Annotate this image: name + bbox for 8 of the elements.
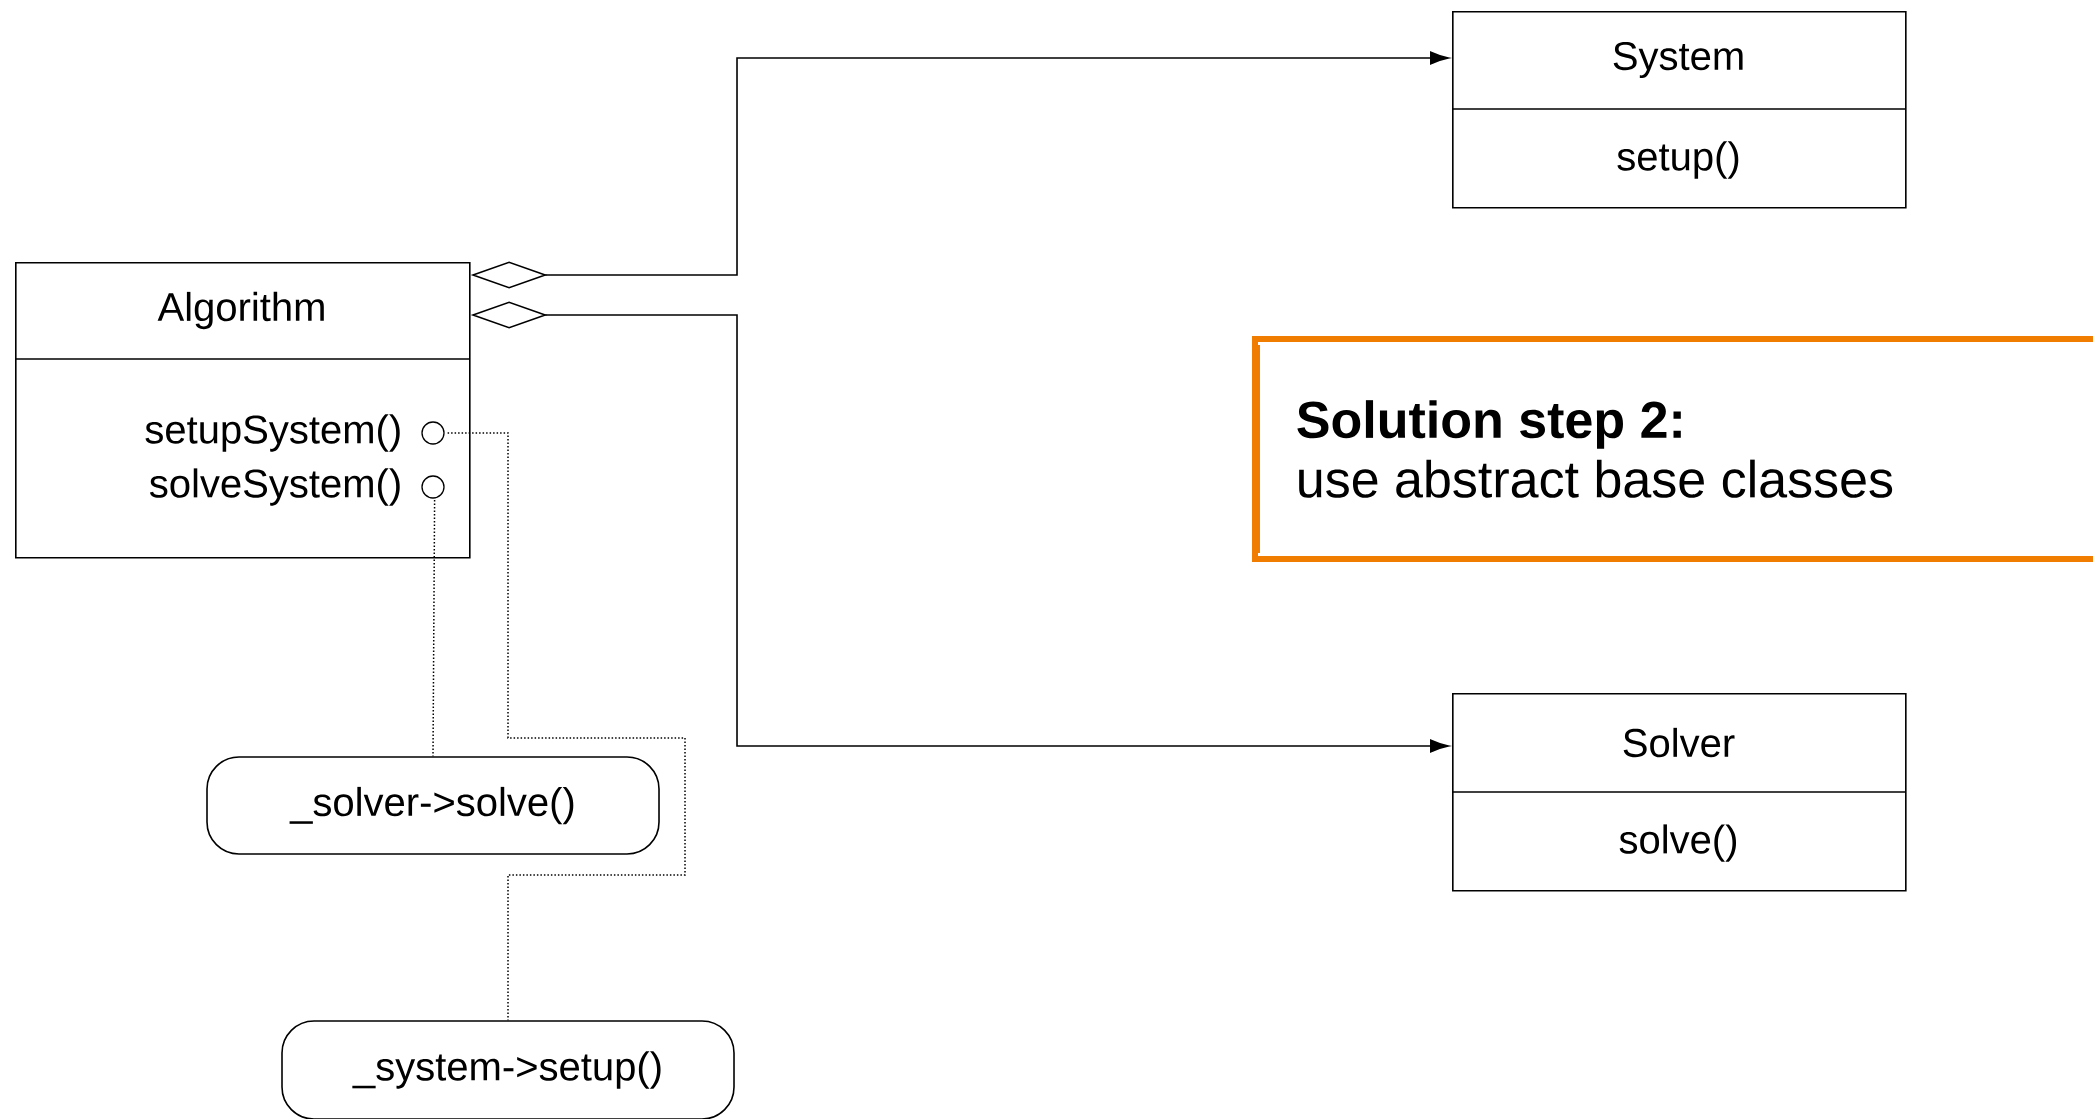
connector [446,432,686,1021]
connector [432,499,436,757]
class-box: Algorithm setupSystem() solveSystem() [14,262,471,559]
note-box: _solver->solve() [206,756,660,855]
class-box: Solver solve() [1451,693,1907,892]
note-box: _system->setup() [281,1020,735,1119]
class-box: System setup() [1451,11,1907,209]
callout-box: Solution step 2: use abstract base classes [1252,336,2093,562]
